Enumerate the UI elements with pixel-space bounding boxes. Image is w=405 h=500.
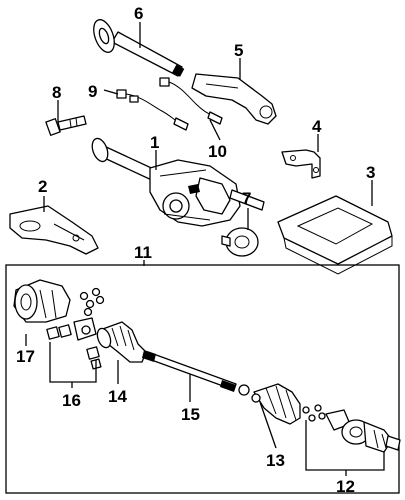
callout-14: 14 — [108, 387, 127, 406]
callout-2: 2 — [38, 177, 47, 196]
callout-8: 8 — [52, 83, 61, 102]
part-2-crossmember — [9, 205, 99, 255]
part-16-spider-bearings — [46, 317, 102, 370]
part-12-balls — [302, 404, 326, 422]
callout-16: 16 — [62, 391, 81, 410]
part-15-axle-shaft — [142, 350, 250, 396]
callout-7: 7 — [242, 189, 251, 208]
part-12-outer-cv-joint — [302, 404, 401, 453]
callout-4: 4 — [312, 117, 322, 136]
callout-6: 6 — [134, 4, 143, 23]
callout-11: 11 — [134, 243, 152, 262]
leader-lines — [25, 22, 385, 476]
part-14-inner-boot — [96, 321, 147, 363]
callout-3: 3 — [366, 163, 375, 182]
callout-labels: 6 5 9 8 10 1 4 3 2 7 11 17 14 15 16 13 1… — [16, 4, 375, 496]
part-8-bolt — [45, 115, 87, 136]
part-3-skid-plate — [277, 195, 393, 275]
part-9-10-sensor-harness — [116, 77, 223, 131]
callout-15: 15 — [181, 405, 200, 424]
part-5-bracket — [191, 73, 277, 125]
part-13-outer-boot — [251, 383, 301, 425]
callout-10: 10 — [208, 142, 227, 161]
part-11-group-frame — [5, 264, 400, 494]
callout-12: 12 — [336, 477, 355, 496]
part-7-pinion-flange — [221, 227, 259, 257]
callout-9: 9 — [88, 82, 97, 101]
part-6-axle-tube — [93, 19, 185, 77]
part-17-cv-housing — [13, 279, 105, 323]
part-17-balls — [79, 287, 105, 317]
callout-5: 5 — [234, 41, 243, 60]
callout-1: 1 — [150, 133, 159, 152]
part-4-mount-bracket — [281, 149, 321, 179]
part-1-carrier-housing — [91, 137, 265, 227]
callout-17: 17 — [16, 347, 35, 366]
callout-13: 13 — [266, 451, 285, 470]
